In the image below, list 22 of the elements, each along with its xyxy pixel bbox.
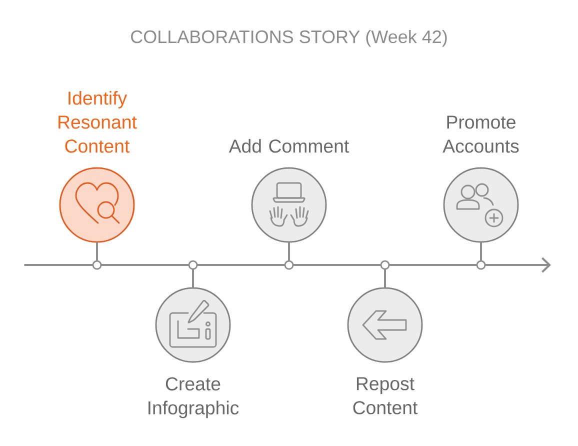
timeline-dot	[284, 260, 294, 270]
step-label: Promote Accounts	[442, 116, 519, 153]
stem-line	[384, 268, 386, 288]
timeline-line	[100, 264, 190, 266]
stem-line	[288, 242, 290, 262]
timeline-line	[388, 264, 478, 266]
timeline-arrow	[484, 257, 551, 273]
timeline-line	[292, 264, 382, 266]
stem-line	[192, 268, 194, 288]
timeline-dot	[380, 260, 390, 270]
timeline-line	[196, 264, 286, 266]
step-label: Create Infographic	[148, 377, 239, 418]
step-label: Repost Content	[353, 377, 418, 414]
timeline-dot	[476, 260, 486, 270]
stem-line	[96, 242, 98, 262]
step-label: Identify Resonant Content	[58, 91, 137, 153]
title: COLLABORATIONS STORY (Week 42)	[131, 30, 447, 47]
timeline-dot	[188, 260, 198, 270]
step-label: Add Comment	[228, 139, 350, 153]
timeline-line	[24, 264, 94, 266]
stem-line	[480, 242, 482, 262]
timeline-dot	[92, 260, 102, 270]
